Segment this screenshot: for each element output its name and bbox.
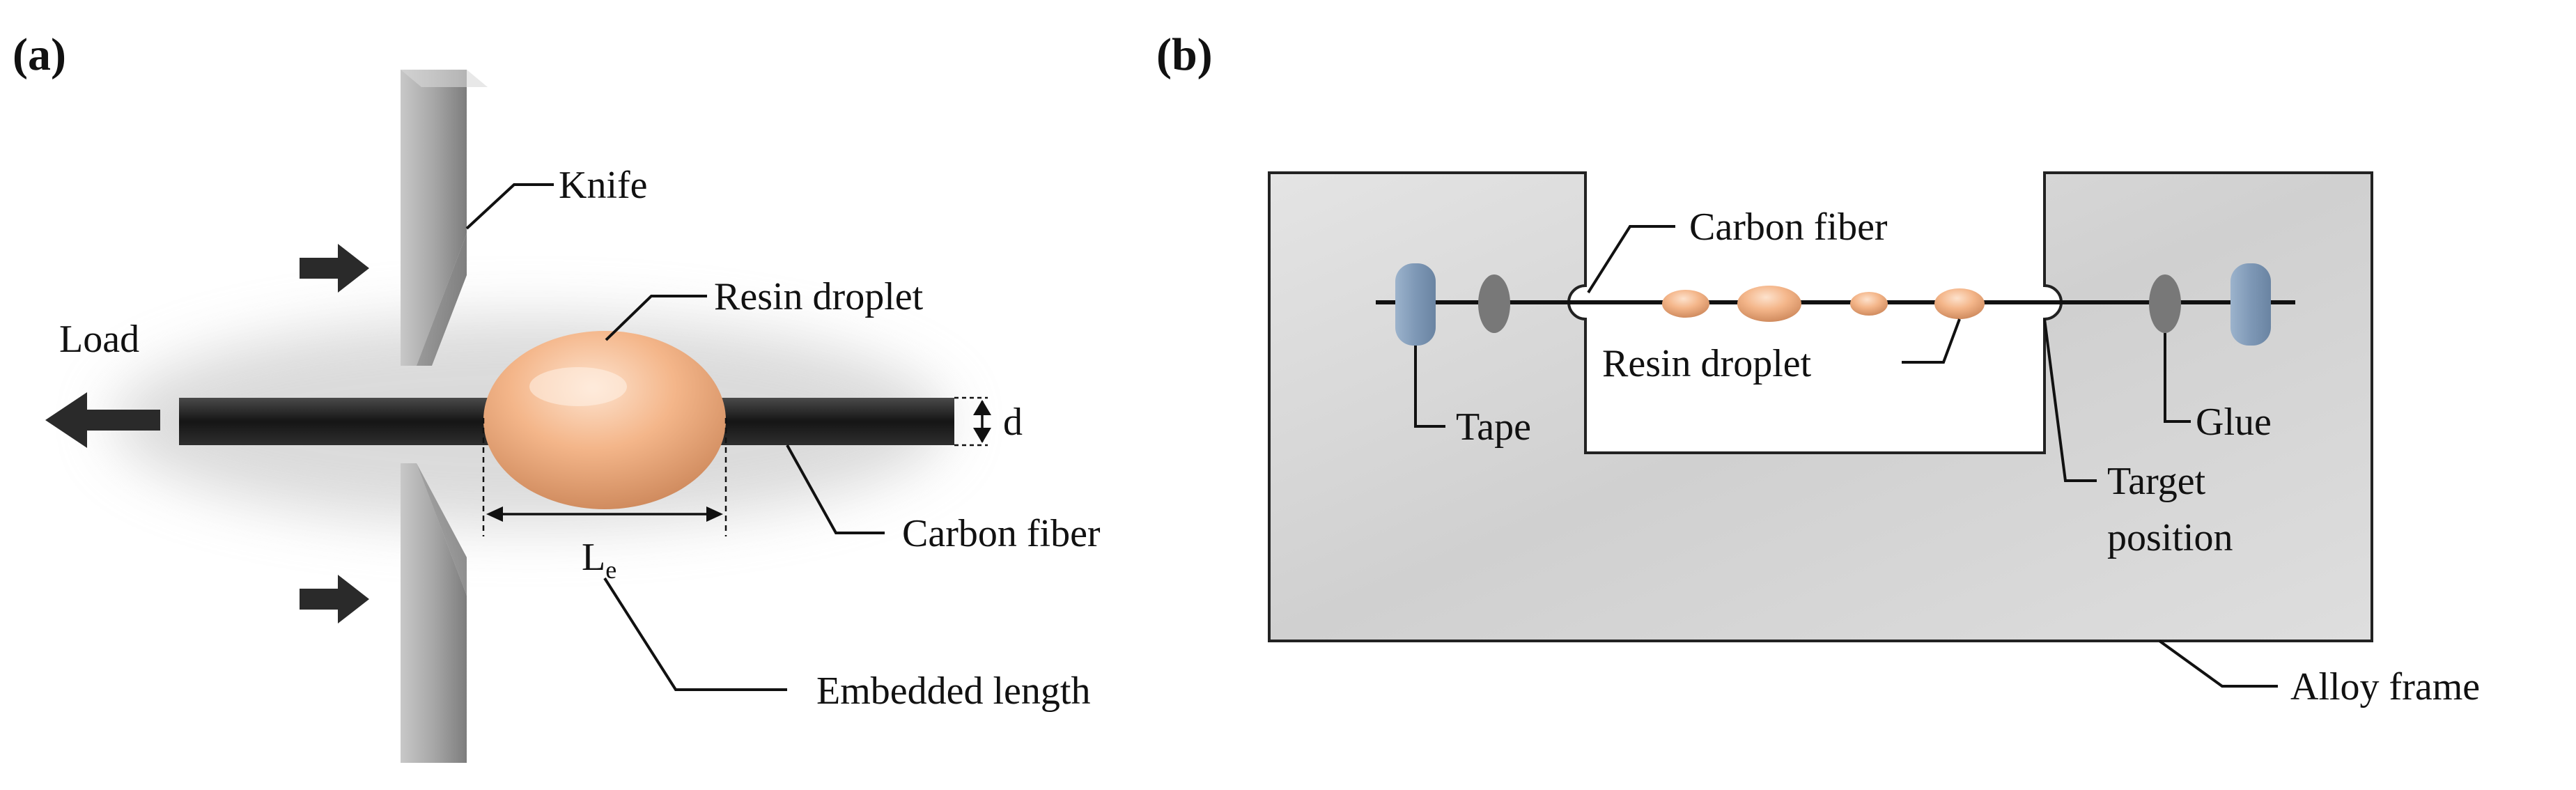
push-arrow-lower xyxy=(300,575,369,624)
droplet-leader-b xyxy=(1902,318,1961,364)
carbon-fiber-leader-b xyxy=(1587,225,1675,294)
lower-knife xyxy=(401,463,467,763)
panel-b: (b) Carbon fiber Resin droplet Tape Glue… xyxy=(1156,29,2480,708)
target-label-line2: position xyxy=(2107,516,2233,559)
upper-knife xyxy=(401,70,488,366)
load-arrow xyxy=(45,392,160,448)
carbon-fiber-label-b: Carbon fiber xyxy=(1689,206,1888,249)
target-leader xyxy=(2043,318,2097,482)
diameter-label: d xyxy=(1003,401,1023,444)
embedded-length-leader xyxy=(603,577,787,691)
resin-droplet-a xyxy=(483,331,726,509)
embedded-length-label: Embedded length xyxy=(816,669,1090,713)
carbon-fiber-label-a: Carbon fiber xyxy=(902,512,1101,555)
target-label-line1: Target xyxy=(2107,460,2206,503)
glue-left xyxy=(1478,274,1510,333)
glue-right xyxy=(2149,274,2181,333)
push-arrow-upper xyxy=(300,244,369,293)
panel-a: (a) Load Knife Resin droplet xyxy=(13,29,1101,763)
resin-droplet-b-1 xyxy=(1662,290,1709,318)
resin-droplet-label-b: Resin droplet xyxy=(1602,342,1812,385)
alloy-frame-label: Alloy frame xyxy=(2290,665,2480,708)
resin-droplet-b-4 xyxy=(1934,288,1985,319)
knife-label: Knife xyxy=(559,164,648,207)
embedded-length-dimension xyxy=(482,418,727,536)
alloy-frame-leader xyxy=(2158,640,2278,688)
resin-droplet-b-3 xyxy=(1850,292,1888,316)
resin-droplet-label-a: Resin droplet xyxy=(714,275,924,318)
droplet-highlight xyxy=(529,367,627,406)
load-label: Load xyxy=(59,318,139,361)
diameter-marker xyxy=(954,396,991,447)
resin-droplet-b-2 xyxy=(1737,286,1801,322)
embedded-length-symbol: Le xyxy=(582,536,616,584)
glue-leader xyxy=(2164,333,2191,423)
carbon-fiber-leader-a xyxy=(786,444,885,534)
tape-leader xyxy=(1414,346,1445,428)
tape-label: Tape xyxy=(1456,405,1531,449)
panel-a-tag: (a) xyxy=(13,29,66,80)
knife-leader xyxy=(465,183,554,230)
droplet-leader-a xyxy=(605,295,707,341)
panel-b-tag: (b) xyxy=(1156,29,1213,80)
tape-right xyxy=(2230,263,2271,346)
glue-label: Glue xyxy=(2196,401,2272,444)
tape-left xyxy=(1395,263,1436,346)
